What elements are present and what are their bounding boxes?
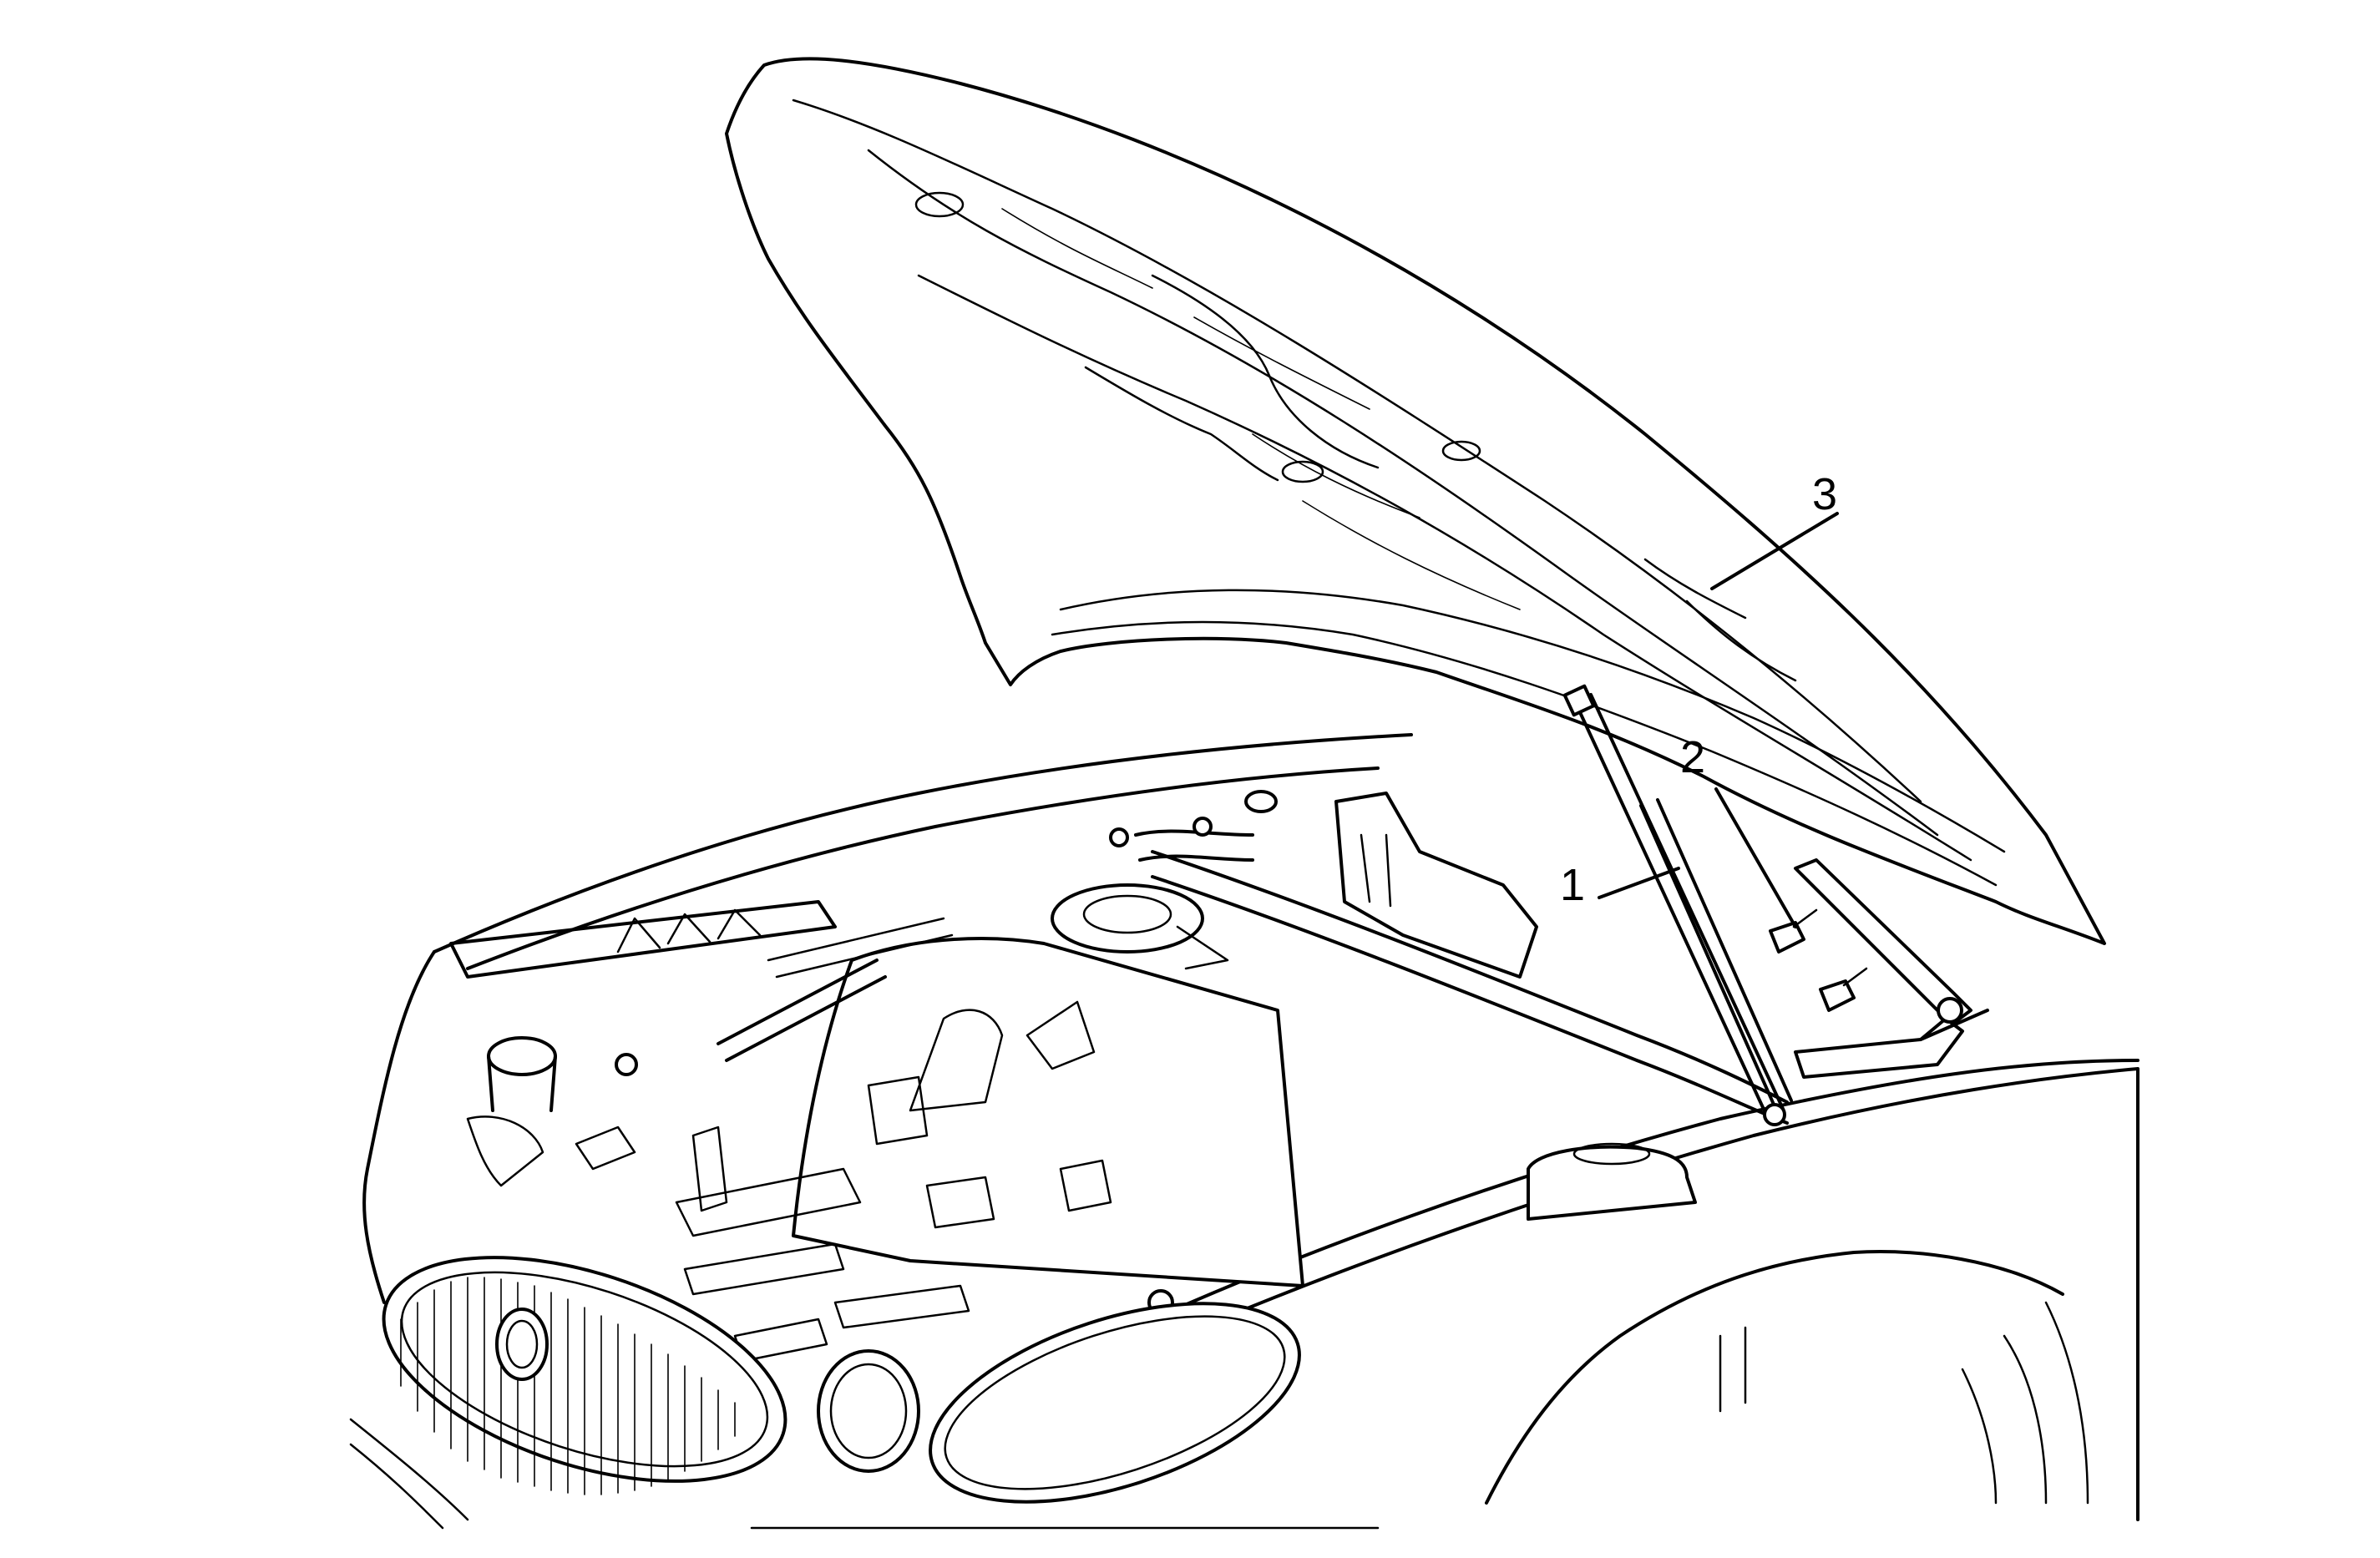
callout-2: 2 — [1680, 732, 1705, 782]
hood-strut — [1562, 684, 1793, 1126]
hood-panel — [725, 57, 2106, 945]
headlamp — [929, 1302, 1301, 1504]
hinge-bolt-lower — [1819, 967, 1868, 1012]
leader-3 — [1710, 512, 1839, 590]
leader-1 — [1598, 867, 1680, 899]
hinge-bolt-upper — [1769, 908, 1818, 954]
callout-1: 1 — [1560, 860, 1585, 910]
callout-leaders — [1598, 512, 1839, 928]
grille-and-headlamps — [382, 1256, 1301, 1504]
grille-slats — [400, 1277, 736, 1495]
leader-2 — [1714, 787, 1797, 928]
fog-lamp — [817, 1349, 920, 1473]
grille-emblem — [495, 1308, 549, 1381]
hood-hinge-and-bolts — [1769, 858, 1989, 1079]
callout-3: 3 — [1812, 469, 1837, 519]
vehicle-front-body — [349, 733, 2139, 1530]
engine-compartment — [449, 790, 1789, 1363]
